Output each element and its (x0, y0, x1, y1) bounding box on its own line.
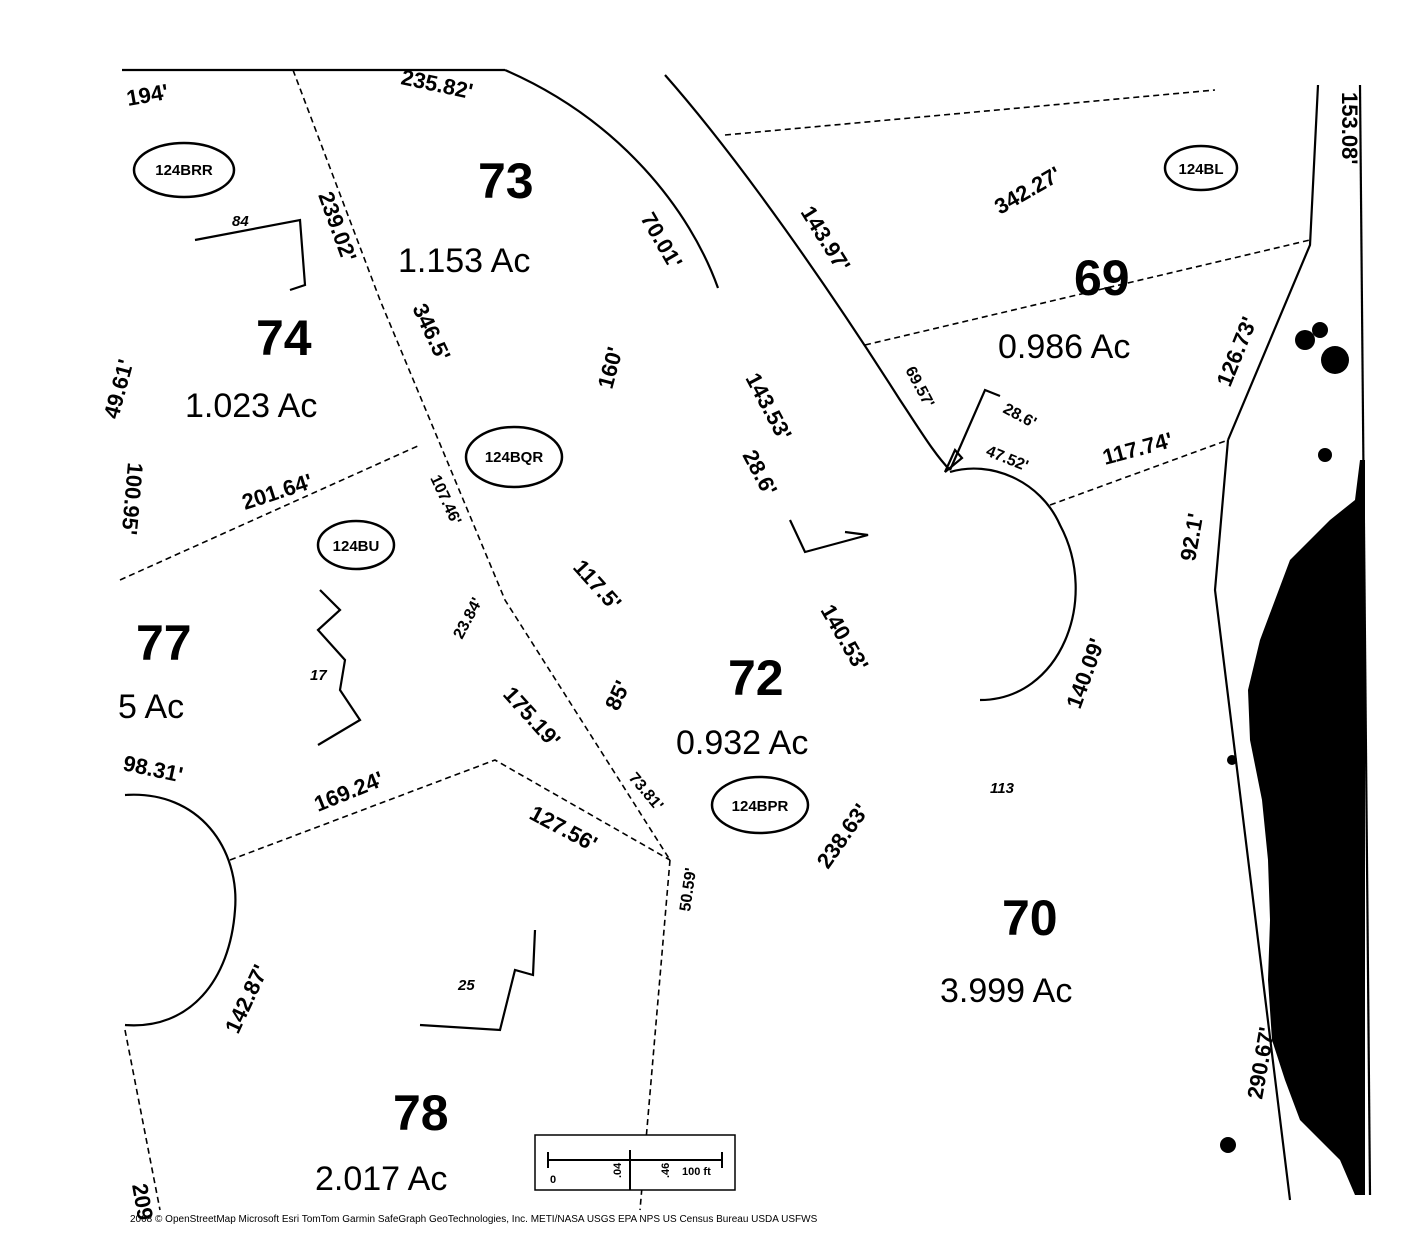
svg-text:124BU: 124BU (333, 538, 380, 555)
lot-72-area: 0.932 Ac (676, 724, 808, 762)
scale-mid2: .46 (660, 1163, 672, 1178)
lot-73-area: 1.153 Ac (398, 242, 530, 280)
dimension-label: 117.5' (568, 555, 626, 616)
dimension-label: 23.84' (451, 595, 487, 642)
dimension-label: 92.1' (1175, 511, 1208, 563)
dimension-labels: 194' 235.82' 239.02' 70.01' 143.97' 342.… (99, 64, 1362, 1222)
dimension-label: 140.53' (816, 600, 874, 675)
building-footprints (194, 218, 537, 1032)
building-number: 25 (457, 977, 475, 994)
map-attribution: 2008 © OpenStreetMap Microsoft Esri TomT… (130, 1214, 818, 1225)
dimension-label: 153.08' (1337, 92, 1362, 165)
svg-text:124BRR: 124BRR (155, 162, 213, 179)
dimension-label: 160' (593, 344, 628, 391)
dimension-label: 127.56' (526, 800, 602, 856)
dimension-label: 169.24' (311, 766, 388, 816)
dimension-label: 346.5' (407, 300, 455, 365)
lot-73-number: 73 (478, 153, 534, 209)
scale-mid: .04 (612, 1162, 624, 1178)
lot-69-area: 0.986 Ac (998, 328, 1130, 366)
lot-78-number: 78 (393, 1085, 449, 1141)
scale-zero: 0 (550, 1174, 556, 1186)
svg-text:124BL: 124BL (1178, 161, 1223, 178)
tree-cover (1220, 322, 1365, 1195)
dimension-label: 85' (600, 677, 635, 714)
parcel-boundaries (119, 68, 1320, 1211)
lot-77-number: 77 (136, 615, 192, 671)
dimension-label: 342.27' (990, 161, 1065, 219)
dimension-label: 201.64' (239, 469, 316, 515)
dimension-label: 100.95' (117, 462, 148, 536)
dimension-label: 143.53' (741, 369, 797, 445)
dimension-label: 50.59' (677, 867, 700, 913)
parcel-badge-124brr[interactable]: 124BRR (132, 141, 236, 199)
dimension-label: 107.46' (426, 473, 464, 528)
dimension-label: 140.09' (1061, 635, 1109, 712)
building-number: 84 (232, 213, 249, 230)
dimension-label: 70.01' (636, 208, 688, 273)
lot-78-area: 2.017 Ac (315, 1160, 447, 1198)
building-number: 113 (990, 780, 1015, 797)
dimension-label: 239.02' (313, 188, 361, 265)
dimension-label: 143.97' (796, 201, 856, 276)
lot-70-area: 3.999 Ac (940, 972, 1072, 1010)
svg-text:124BQR: 124BQR (485, 449, 544, 466)
building-labels: 84 17 113 25 (232, 213, 1015, 994)
lot-74-area: 1.023 Ac (185, 387, 317, 425)
cul-de-sac-west (124, 793, 237, 1027)
parcel-badge-124bqr[interactable]: 124BQR (464, 425, 564, 489)
dimension-label: 98.31' (121, 750, 185, 787)
dimension-label: 28.6' (1000, 401, 1039, 432)
lot-labels: 73 1.153 Ac 74 1.023 Ac 69 0.986 Ac 77 5… (118, 153, 1130, 1198)
cul-de-sac-east (949, 467, 1077, 702)
dimension-label: 194' (125, 79, 171, 111)
dimension-label: 73.81' (625, 770, 666, 815)
dimension-label: 28.6' (738, 446, 783, 500)
svg-text:124BPR: 124BPR (732, 798, 789, 815)
lot-70-number: 70 (1002, 890, 1058, 946)
road-edge-north (504, 68, 720, 289)
dimension-label: 69.57' (901, 364, 937, 411)
dimension-label: 49.61' (99, 357, 139, 422)
building-number: 17 (310, 667, 327, 684)
road-edge-east (664, 74, 951, 471)
lot-69-number: 69 (1074, 250, 1130, 306)
parcel-badge-124bu[interactable]: 124BU (316, 519, 396, 571)
dimension-label: 238.63' (812, 799, 874, 873)
scale-label: 100 ft (682, 1166, 711, 1178)
lot-74-number: 74 (256, 310, 312, 366)
parcel-badge-124bl[interactable]: 124BL (1163, 144, 1239, 192)
parcel-badge-124bpr[interactable]: 124BPR (710, 775, 810, 835)
dimension-label: 142.87' (220, 961, 273, 1037)
dimension-label: 175.19' (498, 682, 565, 753)
map-frame (122, 68, 1372, 1196)
lot-72-number: 72 (728, 650, 784, 706)
lot-77-area: 5 Ac (118, 688, 184, 726)
scale-bar: 0 .04 .46 100 ft (534, 1134, 736, 1191)
